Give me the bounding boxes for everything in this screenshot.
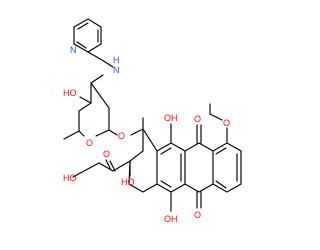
atom-label-pyridine-n: N: [70, 45, 77, 55]
pyridine-ring-double-bonds: [76, 22, 99, 49]
methoxy-bonds: [209, 103, 228, 144]
atom-label-o-quinone-bottom: O: [194, 210, 201, 220]
atom-label-o-quinone-top: O: [194, 114, 201, 124]
sugar-ring: [78, 82, 110, 137]
atom-labels: O O HO H N N OH OH O O O O HO HO: [63, 45, 230, 224]
ring-d: [212, 142, 242, 193]
benzyl-amine-bonds: [87, 51, 114, 84]
atom-label-o-glycoside: O: [118, 131, 125, 141]
atom-label-amine-n: N: [113, 65, 120, 75]
ring-a: [128, 127, 158, 193]
ring-c: [184, 142, 214, 193]
side-chain-bonds: [72, 159, 131, 178]
atom-label-oh-peri-bottom: OH: [164, 214, 178, 224]
sugar-substituents: [63, 96, 118, 140]
atom-label-oh-peri-top: OH: [164, 113, 178, 123]
quinone-carbonyls: [196, 124, 202, 209]
chemical-structure-diagram: O O HO H N N OH OH O O O O HO HO: [63, 18, 242, 224]
pyridine-ring: [73, 18, 102, 53]
bond-skeleton: [63, 18, 242, 212]
atom-label-o-methoxy: O: [223, 118, 230, 128]
atom-label-o-ring: O: [86, 138, 93, 148]
atom-label-ho-tertiary: HO: [121, 177, 135, 187]
atom-label-sugar-hydroxyl: HO: [63, 88, 77, 98]
ring-d-double-bonds: [215, 147, 238, 189]
ring-b: [156, 142, 186, 193]
atom-label-o-ketone: O: [103, 149, 110, 159]
atom-label-amine-h: H: [113, 55, 120, 65]
atom-label-ho-hydroxymethyl: HO: [63, 173, 77, 183]
ring-b-double-bonds: [160, 147, 182, 188]
glycoside-bond: [130, 117, 144, 136]
